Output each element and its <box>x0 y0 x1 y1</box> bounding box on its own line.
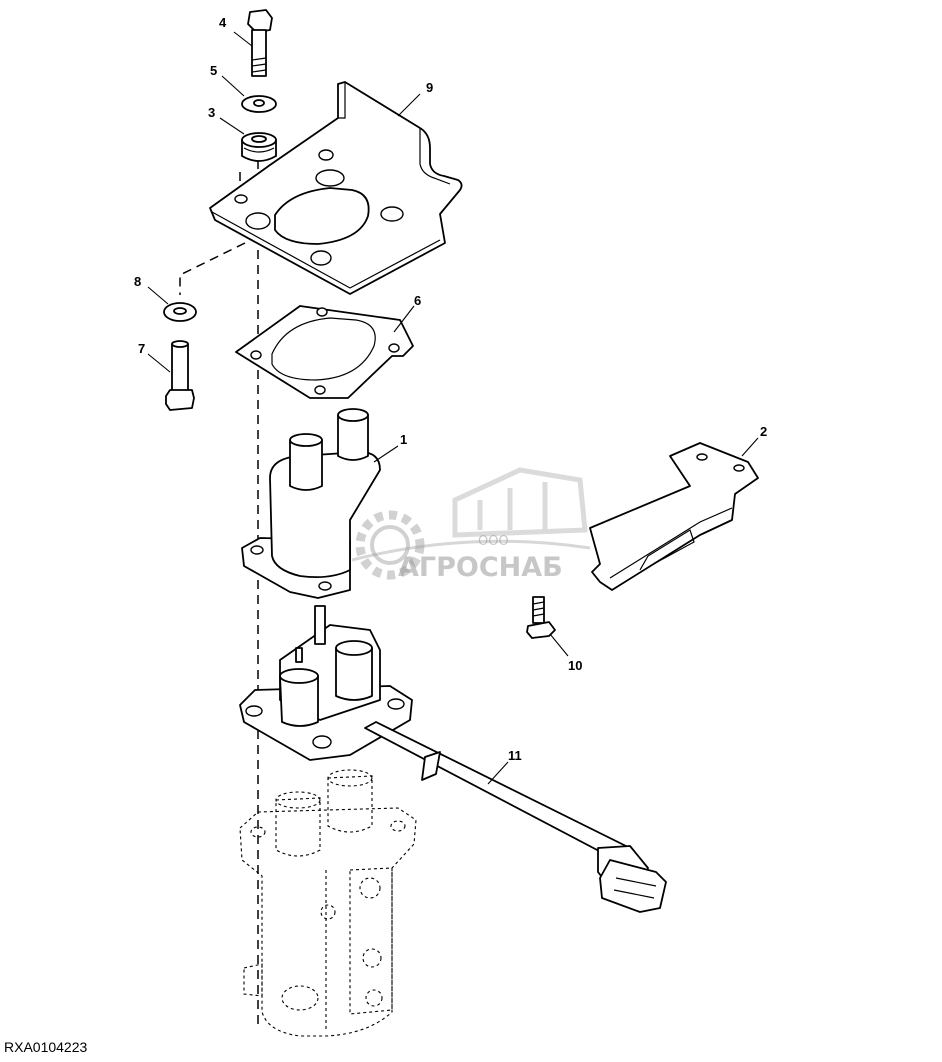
leader-lines <box>147 31 759 785</box>
drawing-code: RXA0104223 <box>4 1039 88 1055</box>
callout-5: 5 <box>210 63 217 78</box>
watermark-line2: АГРОСНАБ <box>398 552 563 583</box>
callout-4: 4 <box>219 15 227 30</box>
callout-labels: 4 5 3 9 8 7 6 1 2 10 11 <box>134 15 767 763</box>
callout-2: 2 <box>760 424 767 439</box>
gasket-part-6 <box>235 305 414 399</box>
watermark-gear-icon <box>355 510 425 580</box>
shield-bracket-part-2 <box>589 442 759 591</box>
callout-10: 10 <box>568 658 582 673</box>
bolt-part-7 <box>165 340 195 411</box>
watermark-line1: ООО <box>478 534 509 549</box>
callout-3: 3 <box>208 105 215 120</box>
callout-7: 7 <box>138 341 145 356</box>
washer-part-5 <box>241 95 277 113</box>
callout-9: 9 <box>426 80 433 95</box>
washer-part-8 <box>163 302 197 322</box>
grommet-part-3 <box>241 132 277 162</box>
cover-part-1 <box>241 408 381 599</box>
valve-assembly <box>239 605 413 761</box>
callout-8: 8 <box>134 274 141 289</box>
harness-part-11 <box>364 721 667 913</box>
bracket-plate-part-9 <box>209 81 463 295</box>
valve-housing-ghost <box>239 769 417 1037</box>
callout-6: 6 <box>414 293 421 308</box>
callout-11: 11 <box>508 748 522 763</box>
watermark-tractor-icon <box>452 467 588 538</box>
watermark: ООО АГРОСНАБ <box>351 467 591 583</box>
callout-1: 1 <box>400 432 407 447</box>
alignment-lines <box>179 160 259 1030</box>
bolt-part-4 <box>247 9 273 77</box>
screw-part-10 <box>526 596 556 639</box>
